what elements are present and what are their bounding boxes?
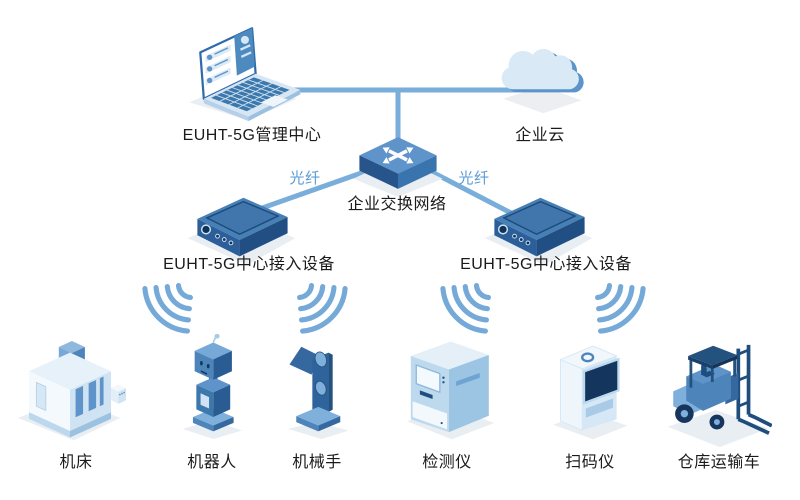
fiber-label-right: 光纤: [458, 170, 490, 187]
access-device-icon: [484, 197, 593, 265]
enterprise-cloud-node: [492, 38, 592, 114]
network-switch-icon: [353, 137, 443, 197]
device-label: 仓库运输车: [677, 454, 761, 471]
robot-icon: [182, 333, 243, 439]
device-label: 检测仪: [422, 454, 472, 471]
access-device-left-node: [182, 190, 302, 267]
enterprise-cloud-label: 企业云: [515, 127, 565, 144]
barcode-scanner-icon: [553, 345, 628, 440]
access-device-right-node: [479, 190, 599, 267]
switch-node: [352, 133, 444, 198]
device-barcode-scanner: [546, 336, 632, 443]
cloud-icon: [501, 48, 584, 114]
access-device-icon: [187, 197, 296, 265]
access-device-left-label: EUHT-5G中心接入设备: [163, 256, 335, 273]
device-label: 扫码仪: [565, 454, 615, 471]
device-warehouse-transport-vehicle: [660, 330, 773, 449]
wifi-signal-down-right: [291, 277, 349, 335]
device-label: 机器人: [187, 454, 237, 471]
device-robot: [176, 333, 248, 439]
wifi-signal-icon: [297, 283, 348, 334]
robotic-arm-icon: [287, 346, 349, 439]
laptop-icon: [189, 27, 301, 122]
access-device-right-label: EUHT-5G中心接入设备: [460, 256, 632, 273]
wifi-signal-down-left: [141, 277, 199, 335]
switch-label: 企业交换网络: [347, 196, 447, 213]
device-machine-tool: [14, 334, 126, 444]
device-label: 机床: [59, 454, 93, 471]
device-label: 机械手: [292, 454, 342, 471]
wifi-signal-icon: [595, 283, 646, 334]
wifi-signal-down-left: [439, 277, 497, 335]
forklift-icon: [667, 344, 773, 448]
fiber-label-left: 光纤: [289, 170, 321, 187]
wifi-signal-down-right: [589, 277, 647, 335]
wifi-signal-icon: [440, 283, 491, 334]
device-detector: [398, 336, 498, 443]
management-center-node: [175, 22, 305, 122]
wifi-signal-icon: [142, 283, 193, 334]
management-center-label: EUHT-5G管理中心: [182, 127, 322, 144]
machine-tool-icon: [17, 340, 126, 441]
device-robotic-arm: [281, 334, 353, 439]
detector-icon: [407, 341, 495, 440]
